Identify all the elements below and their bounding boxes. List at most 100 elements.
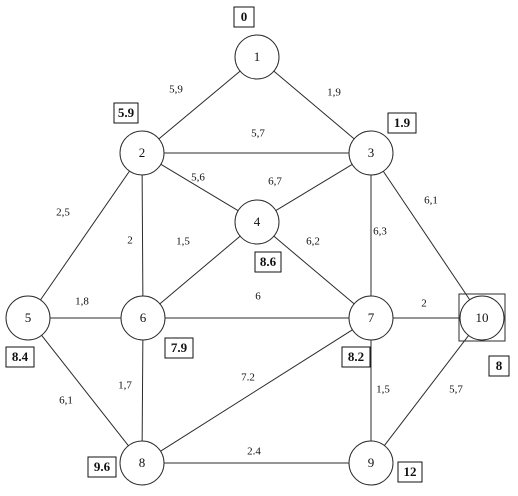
distance-box [387,112,417,134]
edge-weight-2-5: 2,5 [56,207,70,219]
distance-box [488,355,510,377]
distance-box [254,251,282,273]
edge-weight-8-9: 2.4 [247,446,261,458]
edge-weight-3-7: 6,3 [373,226,387,238]
edge-weight-6-7: 6 [255,291,261,303]
edge-weight-3-10: 6,1 [424,195,438,207]
edge-2-5 [40,170,130,301]
edge-weight-7-8: 7.2 [241,372,255,384]
node-label: 8 [139,455,146,470]
edge-3-10 [382,170,471,301]
edge-7-8 [160,329,353,452]
node-label: 9 [368,455,375,470]
edge-weight-7-9: 1,5 [376,384,390,396]
decor-layer [458,293,506,342]
distance-value: 5.9 [118,105,135,120]
distance-value: 8.4 [12,349,29,364]
node-circle [5,295,51,341]
edge-weight-1-3: 1,9 [327,87,341,99]
edge-2-6 [141,174,144,297]
edge-3-4 [275,163,353,212]
distance-box [233,6,255,28]
edge-weight-2-6: 2 [127,235,133,247]
distance-box [87,456,117,478]
node-4: 4 [234,199,280,245]
distance-label-node-2: 5.9 [113,102,139,124]
edge-weight-4-6: 1,5 [176,236,190,248]
node-label: 1 [254,49,261,64]
distance-label-node-9: 12 [397,461,423,483]
node-circle [348,295,394,341]
distance-label-node-8: 9.6 [87,456,117,478]
distance-label-node-1: 0 [233,6,255,28]
node-2: 2 [119,130,165,176]
node-circle [119,440,165,486]
edge-10-9 [383,335,470,446]
node-10-highlight-frame [458,293,506,342]
distance-box [113,102,139,124]
distance-label-node-4: 8.6 [254,251,282,273]
distance-value: 9.6 [94,459,111,474]
node-circle [120,295,166,341]
edges-layer [40,70,471,464]
edge-6-8 [141,339,144,442]
node-label: 6 [140,310,147,325]
distance-value: 0 [241,9,248,24]
node-3: 3 [348,130,394,176]
node-circle [348,130,394,176]
distance-value: 8.6 [260,254,277,269]
distance-label-node-3: 1.9 [387,112,417,134]
distance-box [341,346,371,368]
edge-weight-7-10: 2 [421,298,427,310]
node-1: 1 [234,34,280,80]
node-8: 8 [119,440,165,486]
distance-value: 8 [496,358,503,373]
node-circle [234,199,280,245]
node-circle [119,130,165,176]
edge-4-7 [273,235,355,305]
distance-value: 1.9 [394,115,411,130]
node-9: 9 [348,440,394,486]
node-circle [459,295,505,341]
distance-label-node-10: 8 [488,355,510,377]
distance-value: 8.2 [348,349,364,364]
node-label: 7 [368,310,375,325]
distance-box [164,337,194,359]
edge-weight-2-3: 5,7 [251,128,265,140]
edge-weight-2-4: 5,6 [191,172,205,184]
distance-value: 7.9 [171,340,188,355]
edge-weight-6-8: 1,7 [118,380,132,392]
distance-label-node-7: 8.2 [341,346,371,368]
edge-1-2 [158,70,241,140]
node-label: 3 [368,145,375,160]
distance-label-node-6: 7.9 [164,337,194,359]
node-label: 4 [254,214,261,229]
edge-weight-5-8: 6,1 [59,395,73,407]
node-label: 5 [25,310,32,325]
edge-5-8 [41,334,129,447]
edge-weight-5-6: 1,8 [75,296,89,308]
node-circle [348,440,394,486]
node-circle [234,34,280,80]
edge-weights-layer: 5,9 1,9 5,7 5,6 6,7 2,5 2 6,3 6,1 1,5 6,2 1,8 6 2 6,1 1… [56,84,463,458]
distance-label-node-5: 8.4 [5,346,35,368]
node-7: 7 [348,295,394,341]
node-label: 2 [139,145,146,160]
edge-weight-10-9: 5,7 [449,384,463,396]
edge-2-4 [160,163,239,212]
node-5: 5 [5,295,51,341]
edge-1-3 [273,70,355,140]
edge-weight-3-4: 6,7 [268,176,282,188]
distance-box [5,346,35,368]
distance-value: 12 [404,464,417,479]
node-6: 6 [120,295,166,341]
node-10: 10 [459,295,505,341]
edge-weight-4-7: 6,2 [306,236,320,248]
edge-4-6 [159,235,241,305]
node-label: 10 [476,310,489,325]
distance-box [397,461,423,483]
edge-weight-1-2: 5,9 [169,84,183,96]
